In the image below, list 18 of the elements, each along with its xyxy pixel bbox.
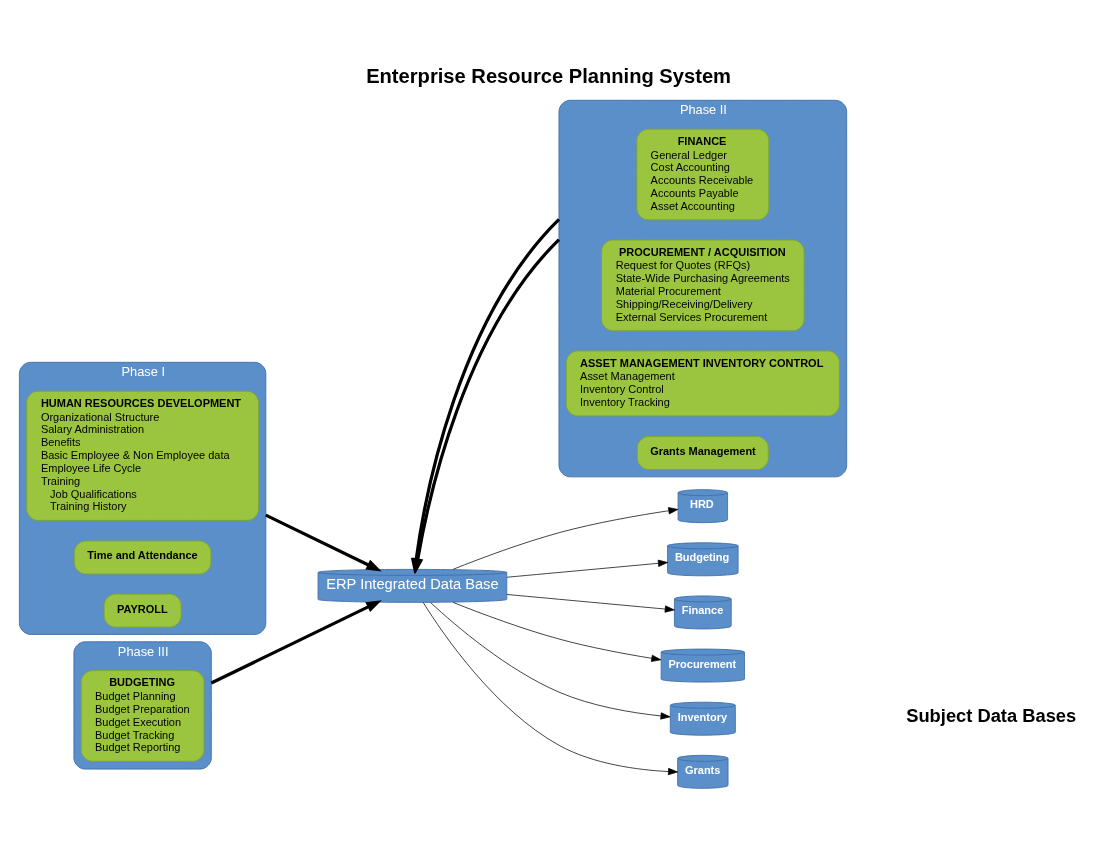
node-box: ASSET MANAGEMENT INVENTORY CONTROL Asset Management Inventory Control Inventory Tracking	[565, 350, 840, 417]
arrow	[452, 602, 662, 662]
arrow	[422, 602, 678, 776]
diagram-title: Enterprise Resource Planning System	[366, 64, 732, 87]
node-box: HUMAN RESOURCES DEVELOPMENT Organizational Structure Salary Administration Benefits Basic Employee & Non Employee data Employee Life Cycle Training Job Qualifications Training History	[26, 390, 259, 521]
node-box: Time and Attendance	[73, 540, 212, 575]
arrow	[430, 602, 671, 720]
arrow	[265, 513, 382, 572]
node-box: Grants Management	[636, 436, 769, 470]
label: Subject Data Bases	[906, 705, 1077, 727]
node-box: BUDGETING Budget Planning Budget Preparation Budget Execution Budget Tracking Budget Reporting	[80, 670, 205, 762]
arrow	[506, 559, 668, 578]
arrow	[210, 600, 382, 685]
arrow	[452, 507, 679, 570]
node-box: FINANCE General Ledger Cost Accounting Accounts Receivable Accounts Payable Asset Accounting	[636, 128, 770, 221]
arrow	[506, 594, 675, 613]
node-box: PROCUREMENT / ACQUISITION Request for Quotes (RFQs) State-Wide Purchasing Agreements Material Procurement Shipping/Receiving/Delivery External Services Procurement	[601, 239, 805, 332]
node-box: PAYROLL	[103, 593, 182, 628]
